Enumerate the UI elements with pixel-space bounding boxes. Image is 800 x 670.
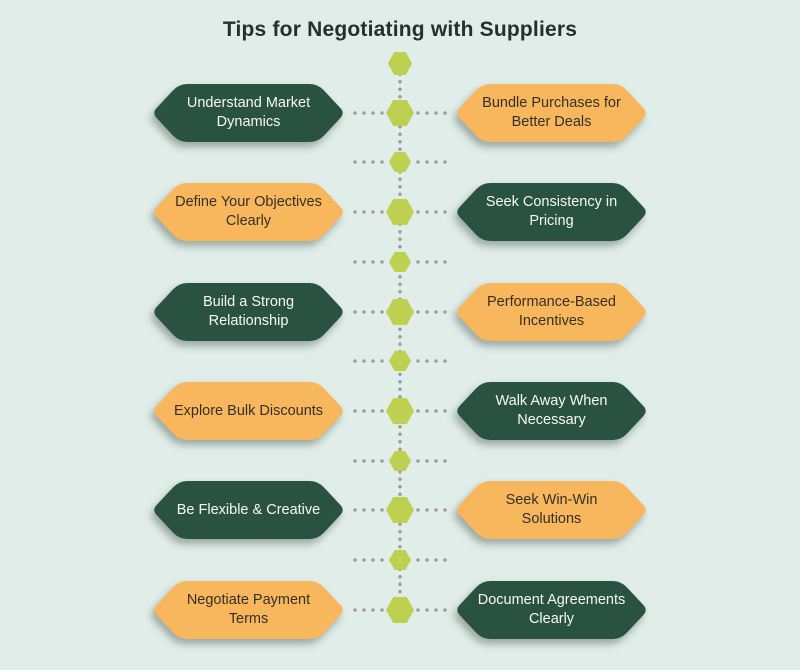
timeline-node-hexagon <box>386 299 414 325</box>
timeline-dotted-line <box>398 63 402 613</box>
hexagon-shape <box>154 183 343 241</box>
tip-box-define-objectives: Define Your Objectives Clearly <box>152 183 345 241</box>
tip-box-walk-away: Walk Away When Necessary <box>455 382 648 440</box>
timeline-node-hexagon <box>386 199 414 225</box>
tip-label: Performance-Based Incentives <box>487 294 616 329</box>
hexagon-shape <box>457 283 646 341</box>
tip-box-build-relationship: Build a Strong Relationship <box>152 283 345 341</box>
timeline-node-hexagon <box>386 100 414 126</box>
timeline-node-hexagon <box>389 550 411 570</box>
tip-label: Walk Away When Necessary <box>495 393 608 428</box>
tip-label: Seek Win-Win Solutions <box>505 492 598 527</box>
timeline-node-hexagon <box>388 52 412 75</box>
tip-label: Understand Market Dynamics <box>186 95 311 130</box>
hexagon-shape <box>457 481 646 539</box>
tip-label: Negotiate Payment Terms <box>186 592 311 627</box>
timeline-node-hexagon <box>389 152 411 172</box>
timeline-node-hexagon <box>386 398 414 424</box>
tip-label: Seek Consistency in Pricing <box>485 194 618 229</box>
hexagon-shape <box>154 382 343 440</box>
timeline-node-hexagon <box>386 597 414 623</box>
hexagon-shape <box>154 481 343 539</box>
page-title: Tips for Negotiating with Suppliers <box>222 18 578 41</box>
timeline-node-hexagon <box>389 451 411 471</box>
tip-box-performance-incentives: Performance-Based Incentives <box>455 283 648 341</box>
tip-box-bundle-purchases: Bundle Purchases for Better Deals <box>455 84 648 142</box>
tip-box-explore-bulk-discounts: Explore Bulk Discounts <box>152 382 345 440</box>
tip-box-document-agreements: Document Agreements Clearly <box>455 581 648 639</box>
tip-label: Explore Bulk Discounts <box>173 402 324 419</box>
timeline-node-hexagon <box>389 252 411 272</box>
tip-label: Be Flexible & Creative <box>176 501 321 518</box>
tip-box-understand-market-dynamics: Understand Market Dynamics <box>152 84 345 142</box>
hexagon-shape <box>154 283 343 341</box>
timeline-node-hexagon <box>389 351 411 371</box>
hexagon-shape <box>457 183 646 241</box>
tip-label: Bundle Purchases for Better Deals <box>482 95 621 130</box>
tip-box-seek-consistency: Seek Consistency in Pricing <box>455 183 648 241</box>
hexagon-shape <box>154 84 343 142</box>
tip-label: Define Your Objectives Clearly <box>175 194 322 229</box>
hexagon-shape <box>457 84 646 142</box>
hexagon-shape <box>457 581 646 639</box>
tip-label: Document Agreements Clearly <box>477 592 626 627</box>
hexagon-shape <box>154 581 343 639</box>
tip-box-be-flexible: Be Flexible & Creative <box>152 481 345 539</box>
tip-box-win-win: Seek Win-Win Solutions <box>455 481 648 539</box>
tip-box-negotiate-payment: Negotiate Payment Terms <box>152 581 345 639</box>
tip-label: Build a Strong Relationship <box>202 294 295 329</box>
timeline-node-hexagon <box>386 497 414 523</box>
hexagon-shape <box>457 382 646 440</box>
